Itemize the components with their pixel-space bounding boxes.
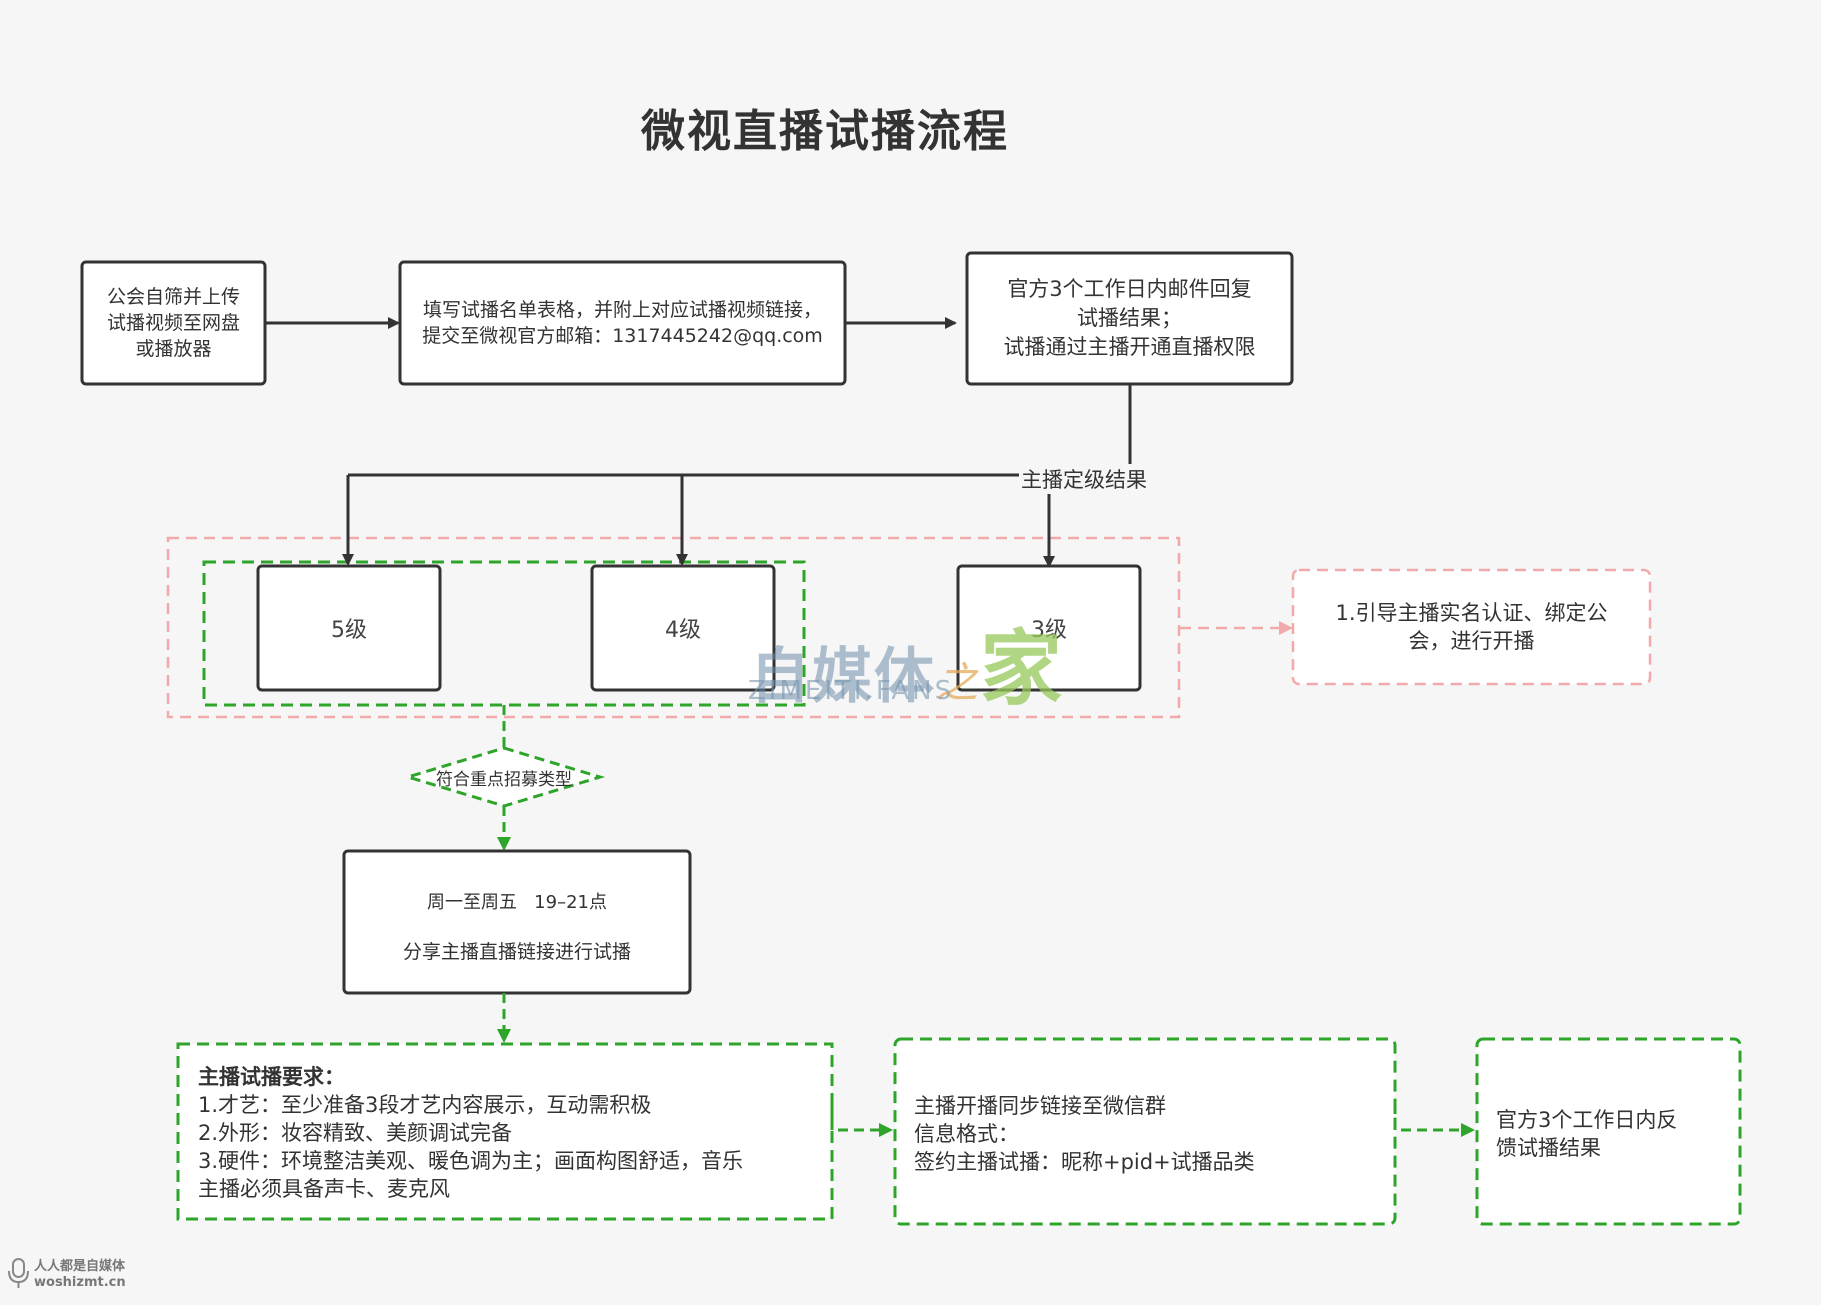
schedule-line-1: 周一至周五 19–21点 (427, 892, 607, 913)
step3-text: 官方3个工作日内邮件回复 试播结果； 试播通过主播开通直播权限 (967, 253, 1292, 384)
level3-action-box (1291, 568, 1652, 686)
feedback-box (1475, 1037, 1742, 1226)
corner-logo-name: 人人都是自媒体 (34, 1259, 126, 1274)
decision-text: 符合重点招募类型 (436, 769, 572, 790)
level-result-label: 主播定级结果 (1019, 464, 1149, 494)
requirements-heading: 主播试播要求： (198, 1065, 345, 1089)
step2-line-2: 提交至微视官方邮箱：1317445242@qq.com (422, 325, 823, 347)
step3-line-3: 试播通过主播开通直播权限 (1003, 335, 1256, 359)
requirement-item: 1.才艺：至少准备3段才艺内容展示，互动需积极 (198, 1093, 652, 1117)
sync-line-1: 主播开播同步链接至微信群 (914, 1094, 1166, 1118)
feedback-line-2: 馈试播结果 (1496, 1136, 1601, 1160)
arrow-requirements-to-sync (830, 1104, 893, 1137)
requirement-item: 2.外形：妆容精致、美颜调试完备 (198, 1121, 513, 1145)
corner-logo-url: woshizmt.cn (34, 1275, 126, 1290)
level3-box (956, 564, 1142, 692)
level5-box (256, 564, 442, 692)
step2-line-1: 填写试播名单表格，并附上对应试播视频链接， (422, 299, 822, 321)
step1-line-1: 公会自筛并上传 (106, 286, 240, 308)
arrow-sync-to-feedback (1393, 1104, 1475, 1137)
sync-box (893, 1037, 1397, 1226)
step3-line-2: 试播结果； (1077, 306, 1182, 330)
level4-box (590, 564, 776, 692)
sync-line-3: 签约主播试播：昵称+pid+试播品类 (914, 1150, 1255, 1174)
level-group-border (166, 536, 1181, 719)
step1-line-3: 或播放器 (135, 338, 212, 360)
key-recruit-group-border (202, 560, 806, 707)
watermark-jia: 家 (980, 622, 1065, 717)
sync-line-2: 信息格式： (914, 1122, 1019, 1146)
feedback-text: 官方3个工作日内反 馈试播结果 (1496, 1106, 1731, 1162)
level3-action-line-2: 会，进行开播 (1408, 629, 1535, 653)
schedule-box (342, 849, 692, 995)
level3-label: 3级 (1031, 618, 1067, 643)
requirements-box (176, 1042, 834, 1221)
watermark-main: 自媒体 (750, 642, 936, 712)
requirement-item: 主播必须具备声卡、麦克风 (198, 1177, 450, 1201)
level3-action-text: 1.引导主播实名认证、绑定公 会，进行开播 (1293, 570, 1650, 684)
level3-action-line-1: 1.引导主播实名认证、绑定公 (1335, 601, 1608, 625)
feedback-line-1: 官方3个工作日内反 (1496, 1108, 1678, 1132)
level4-label: 4级 (665, 618, 701, 643)
schedule-line-2: 分享主播直播链接进行试播 (402, 941, 631, 963)
level5-label: 5级 (331, 618, 367, 643)
requirements-text: 主播试播要求： 1.才艺：至少准备3段才艺内容展示，互动需积极 2.外形：妆容精… (198, 1063, 823, 1203)
watermark-logo: 自媒体之家 (750, 602, 1064, 721)
watermark-zhi: 之 (936, 658, 981, 707)
page-title: 微视直播试播流程 (641, 106, 1009, 157)
step3-line-1: 官方3个工作日内邮件回复 (1007, 277, 1252, 301)
step1-text: 公会自筛并上传 试播视频至网盘 或播放器 (82, 262, 265, 384)
step2-text: 填写试播名单表格，并附上对应试播视频链接， 提交至微视官方邮箱：13174452… (400, 262, 845, 384)
microphone-icon (8, 1258, 29, 1288)
watermark-sub: ZIMEITI.FANS (748, 676, 955, 706)
requirement-item: 3.硬件：环境整洁美观、暖色调为主；画面构图舒适，音乐 (198, 1149, 744, 1173)
step1-line-2: 试播视频至网盘 (106, 312, 240, 334)
sync-text: 主播开播同步链接至微信群 信息格式： 签约主播试播：昵称+pid+试播品类 (914, 1092, 1384, 1176)
